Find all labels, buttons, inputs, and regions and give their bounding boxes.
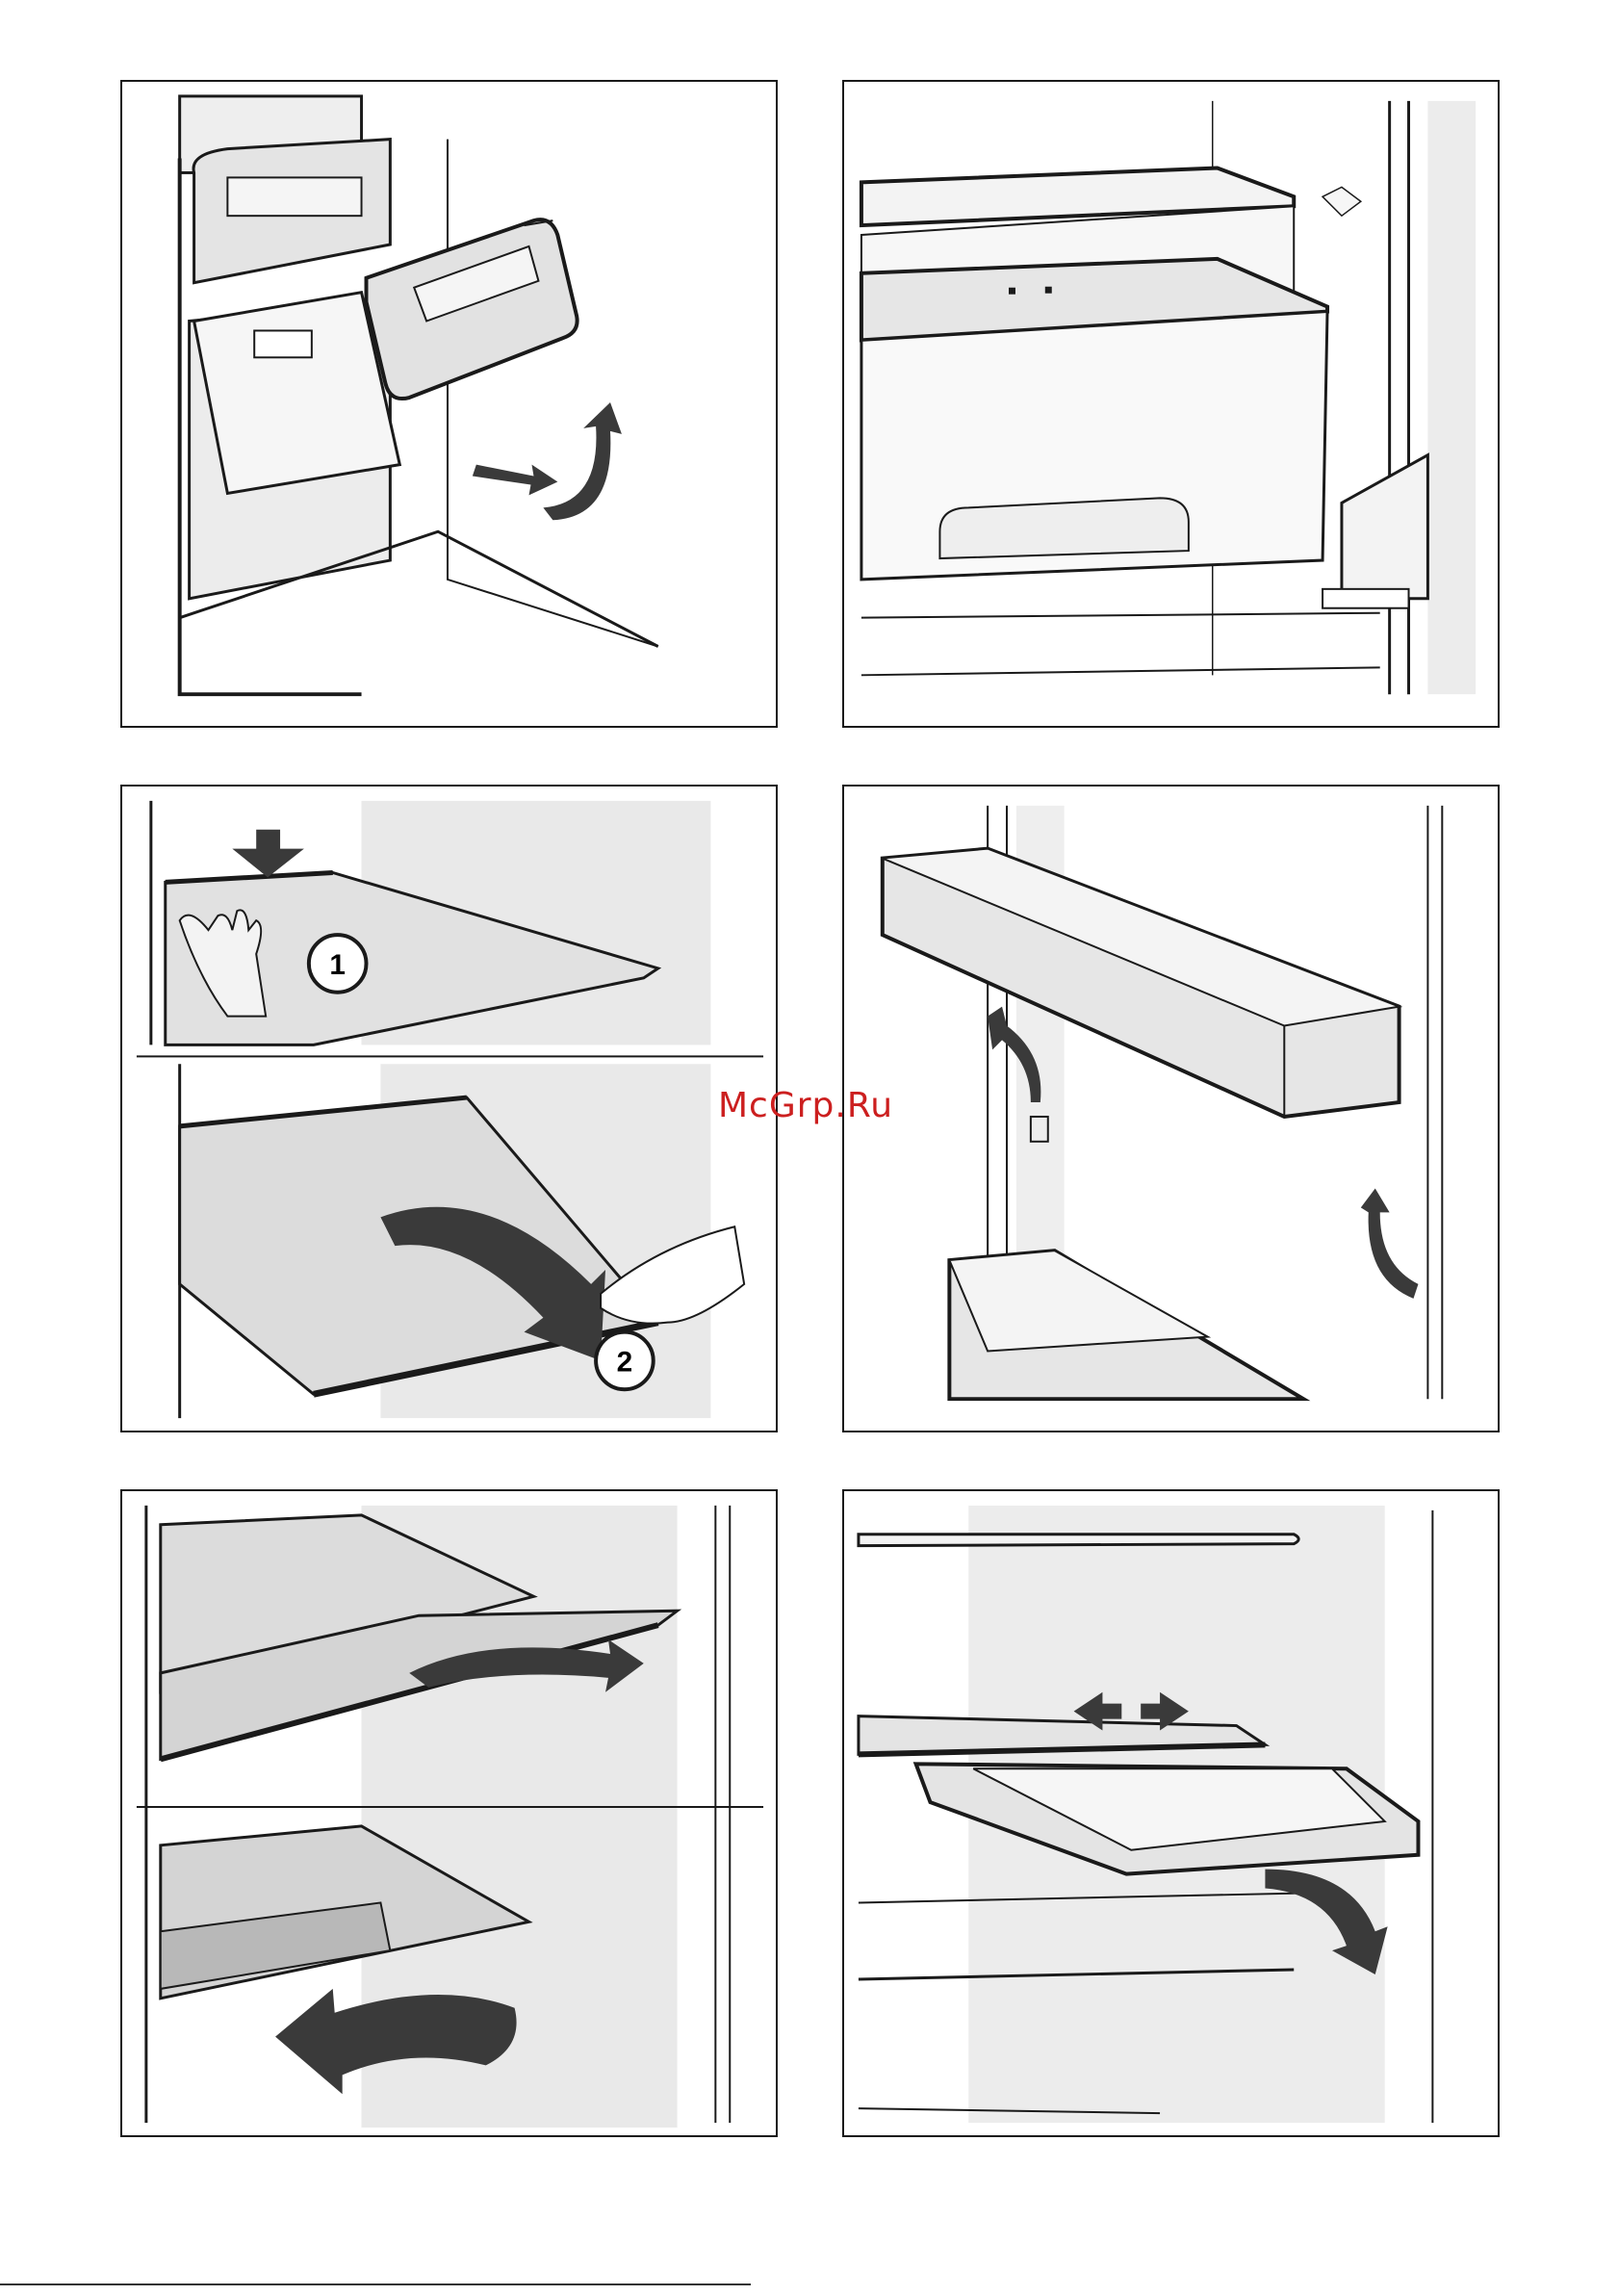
illustration-panel-remove-shelf-tray (842, 80, 1500, 728)
shelf-tray-illustration (844, 82, 1498, 726)
drawer-removal-illustration (122, 82, 776, 726)
illustration-panel-remove-drawer (120, 80, 778, 728)
glass-shelf-removal-illustration: 1 2 (122, 787, 776, 1431)
pull-out-container-illustration (844, 1491, 1498, 2135)
illustration-panel-move-door-shelf (842, 785, 1500, 1432)
illustration-panel-slide-glass-shelf (120, 1489, 778, 2137)
door-shelf-illustration (844, 787, 1498, 1431)
step-number-2: 2 (617, 1346, 633, 1378)
watermark: McGrp.Ru (718, 1086, 893, 1125)
glass-shelf-slide-illustration (122, 1491, 776, 2135)
footer-rule (0, 2283, 751, 2285)
illustration-panel-remove-glass-shelf: 1 2 (120, 785, 778, 1432)
illustration-panel-pull-out-container (842, 1489, 1500, 2137)
step-number-1: 1 (329, 949, 346, 981)
